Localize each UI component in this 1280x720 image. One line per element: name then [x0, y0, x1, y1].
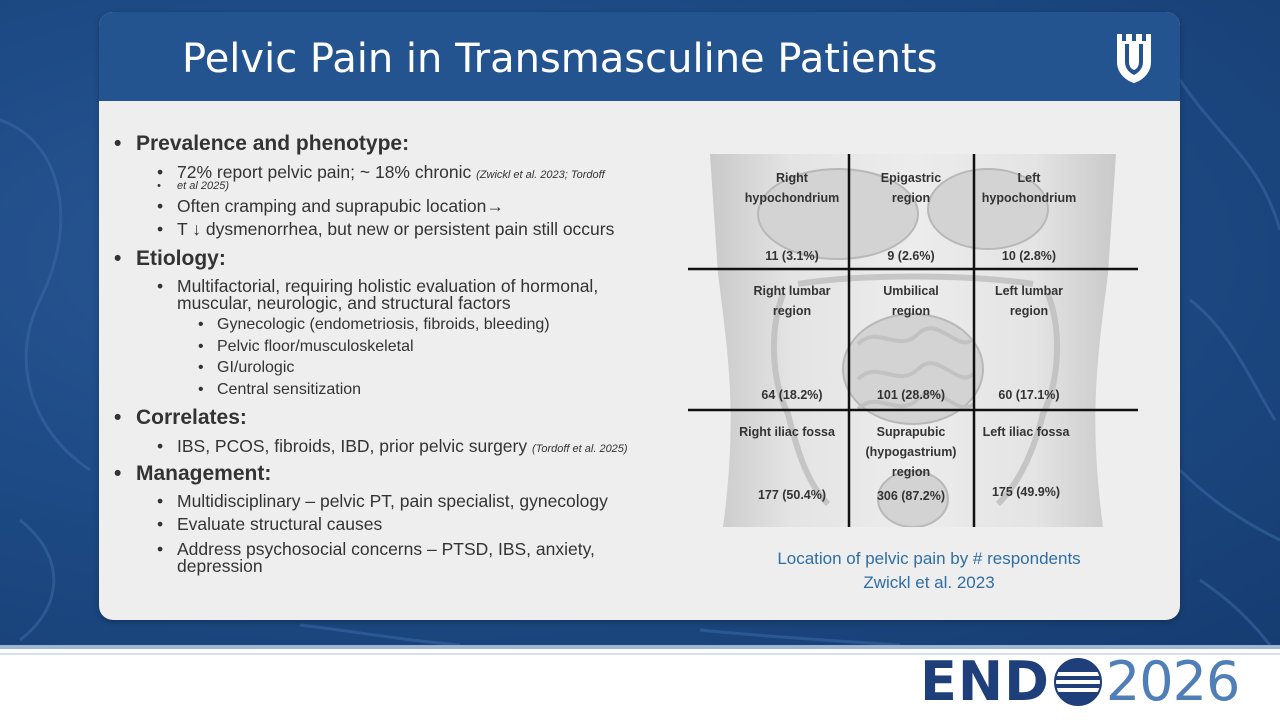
bullet-management-item-3-continuation: depression	[177, 556, 263, 576]
bullet-etiology-heading: Etiology:	[114, 247, 226, 271]
bullet-prevalence-item-1: 72% report pelvic pain; ~ 18% chronic (Z…	[157, 162, 605, 184]
citation-continuation: et al 2025)	[157, 177, 229, 195]
bullet-prevalence-item-2: Often cramping and suprapubic location→	[157, 197, 504, 215]
citation: (Zwickl et al. 2023; Tordoff	[476, 169, 605, 181]
bullet-etiology-item-continuation: muscular, neurologic, and structural fac…	[177, 294, 511, 312]
citation: (Tordoff et al. 2025)	[531, 443, 628, 455]
background-vessels-decoration	[0, 79, 1280, 645]
region-label-right-hypochondrium: Right hypochondrium	[732, 168, 852, 208]
label-line: region	[1009, 304, 1049, 318]
region-label-right-lumbar: Right lumbar region	[732, 281, 852, 321]
abdominal-regions-diagram: Right hypochondrium 11 (3.1%) Epigastric…	[688, 154, 1138, 528]
region-value-left-iliac-fossa: 175 (49.9%)	[991, 485, 1061, 499]
label-line: Epigastric	[880, 171, 942, 185]
bullet-correlates-item: IBS, PCOS, fibroids, IBD, prior pelvic s…	[157, 436, 628, 458]
region-value-epigastric: 9 (2.6%)	[887, 249, 935, 263]
sub-bullet-gi-urologic: GI/urologic	[198, 359, 294, 377]
label-line: Umbilical	[883, 284, 939, 298]
label-line: hypochondrium	[744, 191, 840, 205]
region-value-left-hypochondrium: 10 (2.8%)	[1001, 249, 1057, 263]
bullet-management-item-1: Multidisciplinary – pelvic PT, pain spec…	[157, 492, 608, 510]
bullet-correlates-heading: Correlates:	[114, 406, 247, 430]
slide-card: Pelvic Pain in Transmasculine Patients P…	[99, 12, 1180, 620]
region-value-left-lumbar: 60 (17.1%)	[998, 388, 1060, 402]
region-label-umbilical: Umbilical region	[851, 281, 971, 321]
logo-end-text: END	[920, 650, 1050, 713]
label-line: Left iliac fossa	[982, 425, 1070, 439]
bullet-management-item-3: Address psychosocial concerns – PTSD, IB…	[157, 540, 595, 558]
label-line: Right lumbar	[753, 284, 831, 298]
label-line: Right iliac fossa	[739, 425, 835, 439]
sub-bullet-gynecologic: Gynecologic (endometriosis, fibroids, bl…	[198, 316, 550, 334]
label-line: region	[772, 304, 812, 318]
region-label-left-lumbar: Left lumbar region	[969, 281, 1089, 321]
bullet-text: muscular, neurologic, and structural fac…	[177, 293, 511, 313]
bullet-management-item-2: Evaluate structural causes	[157, 515, 382, 533]
label-line: Left lumbar	[994, 284, 1064, 298]
region-label-left-hypochondrium: Left hypochondrium	[969, 168, 1089, 208]
duke-shield-logo	[1117, 34, 1151, 83]
bullet-text: 72% report pelvic pain; ~ 18% chronic	[177, 162, 477, 182]
label-line: hypochondrium	[981, 191, 1077, 205]
footer-divider	[0, 653, 1280, 655]
endo-2026-logo: END 2026	[920, 650, 1240, 713]
label-line: region	[891, 191, 931, 205]
region-value-suprapubic: 306 (87.2%)	[876, 489, 946, 503]
bullet-etiology-item: Multifactorial, requiring holistic evalu…	[157, 277, 598, 295]
diagram-caption-line-2: Zwickl et al. 2023	[863, 573, 995, 592]
region-label-suprapubic: Suprapubic (hypogastrium) region	[851, 422, 971, 482]
region-label-epigastric: Epigastric region	[851, 168, 971, 208]
label-line: Left	[1017, 171, 1041, 185]
diagram-caption-line-1: Location of pelvic pain by # respondents	[777, 549, 1081, 568]
label-line: Suprapubic	[876, 425, 946, 439]
label-line: region	[891, 465, 931, 479]
sub-bullet-pelvic-floor: Pelvic floor/musculoskeletal	[198, 338, 413, 356]
label-line: (hypogastrium)	[865, 445, 957, 459]
region-value-right-hypochondrium: 11 (3.1%)	[765, 249, 819, 263]
bullet-text: IBS, PCOS, fibroids, IBD, prior pelvic s…	[177, 436, 532, 456]
region-value-right-iliac-fossa: 177 (50.4%)	[757, 488, 827, 502]
sub-bullet-central-sensitization: Central sensitization	[198, 381, 361, 399]
region-value-umbilical: 101 (28.8%)	[876, 388, 946, 402]
slide-title: Pelvic Pain in Transmasculine Patients	[182, 36, 938, 82]
abdomen-illustration	[688, 154, 1138, 528]
logo-year-text: 2026	[1105, 650, 1240, 713]
bullet-prevalence-heading: Prevalence and phenotype:	[114, 132, 409, 156]
region-label-right-iliac-fossa: Right iliac fossa	[727, 422, 847, 442]
title-bar: Pelvic Pain in Transmasculine Patients	[99, 12, 1180, 101]
region-value-right-lumbar: 64 (18.2%)	[761, 388, 823, 402]
label-line: region	[891, 304, 931, 318]
bullet-prevalence-item-3: T ↓ dysmenorrhea, but new or persistent …	[157, 220, 614, 238]
globe-icon	[1053, 658, 1102, 706]
bullet-management-heading: Management:	[114, 462, 271, 486]
region-label-left-iliac-fossa: Left iliac fossa	[966, 422, 1086, 442]
label-line: Right	[776, 171, 808, 185]
